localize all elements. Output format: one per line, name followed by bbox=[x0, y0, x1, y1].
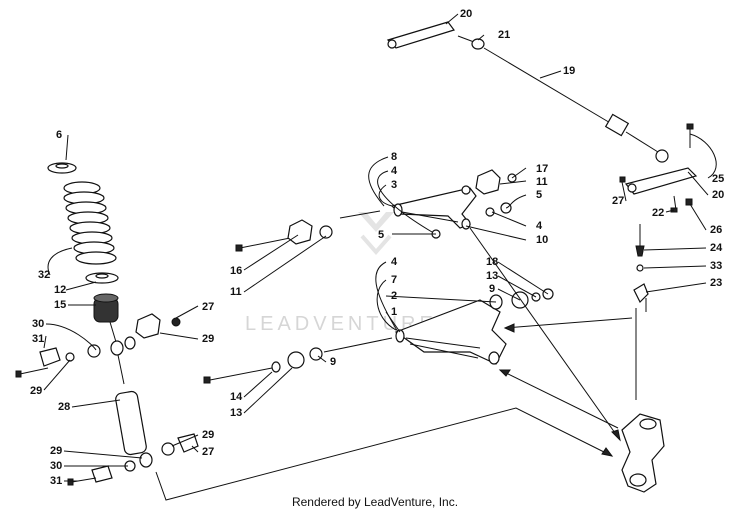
shock-assembly bbox=[47, 162, 153, 468]
callout-33: 33 bbox=[710, 260, 722, 272]
callout-31: 31 bbox=[32, 333, 44, 345]
callout-4: 4 bbox=[391, 256, 398, 268]
connector-lines bbox=[43, 13, 717, 501]
callout-27: 27 bbox=[612, 195, 624, 207]
callout-7: 7 bbox=[391, 274, 397, 286]
callout-32: 32 bbox=[38, 269, 50, 281]
coil-spring bbox=[63, 181, 117, 265]
watermark-text: LEADVENTURE bbox=[245, 313, 437, 335]
callout-5: 5 bbox=[536, 189, 542, 201]
footer-credit: Rendered by LeadVenture, Inc. bbox=[291, 495, 459, 509]
callout-23: 23 bbox=[710, 277, 722, 289]
callout-9: 9 bbox=[330, 356, 336, 368]
spindle bbox=[621, 413, 665, 493]
callout-30: 30 bbox=[50, 460, 62, 472]
callout-30: 30 bbox=[32, 318, 44, 330]
callout-1: 1 bbox=[391, 306, 397, 318]
callout-19: 19 bbox=[563, 65, 575, 77]
callout-28: 28 bbox=[58, 401, 70, 413]
callout-16: 16 bbox=[230, 265, 242, 277]
lower-a-arm bbox=[203, 288, 554, 384]
callout-2: 2 bbox=[391, 290, 397, 302]
callout-10: 10 bbox=[536, 234, 548, 246]
callout-17: 17 bbox=[536, 163, 548, 175]
callout-14: 14 bbox=[230, 391, 243, 403]
callout-18: 18 bbox=[486, 256, 498, 268]
shock-mount-hardware bbox=[15, 313, 199, 486]
watermark: LEADVENTURE bbox=[245, 212, 437, 335]
callout-29: 29 bbox=[30, 385, 42, 397]
callout-29: 29 bbox=[50, 445, 62, 457]
callout-24: 24 bbox=[710, 242, 723, 254]
callout-5: 5 bbox=[378, 229, 384, 241]
callout-27: 27 bbox=[202, 446, 214, 458]
callout-13: 13 bbox=[486, 270, 498, 282]
callout-15: 15 bbox=[54, 299, 66, 311]
callout-6: 6 bbox=[56, 129, 62, 141]
callout-29: 29 bbox=[202, 333, 214, 345]
callout-12: 12 bbox=[54, 284, 66, 296]
callout-20: 20 bbox=[460, 8, 472, 20]
callout-13: 13 bbox=[230, 407, 242, 419]
callout-31: 31 bbox=[50, 475, 62, 487]
callout-4: 4 bbox=[391, 165, 398, 177]
callout-8: 8 bbox=[391, 151, 397, 163]
callout-4: 4 bbox=[536, 220, 543, 232]
callout-11: 11 bbox=[536, 176, 548, 188]
callout-29: 29 bbox=[202, 429, 214, 441]
callout-11: 11 bbox=[230, 286, 242, 298]
callout-25: 25 bbox=[712, 173, 724, 185]
upper-a-arm bbox=[235, 169, 517, 252]
callout-20: 20 bbox=[712, 189, 724, 201]
callout-9: 9 bbox=[489, 283, 495, 295]
callout-3: 3 bbox=[391, 179, 397, 191]
callout-22: 22 bbox=[652, 207, 664, 219]
callout-21: 21 bbox=[498, 29, 510, 41]
callout-26: 26 bbox=[710, 224, 722, 236]
callout-labels: 6 32 12 15 30 31 29 28 27 29 29 30 31 29… bbox=[30, 8, 724, 487]
sway-bar-assembly bbox=[386, 21, 698, 304]
callout-27: 27 bbox=[202, 301, 214, 313]
